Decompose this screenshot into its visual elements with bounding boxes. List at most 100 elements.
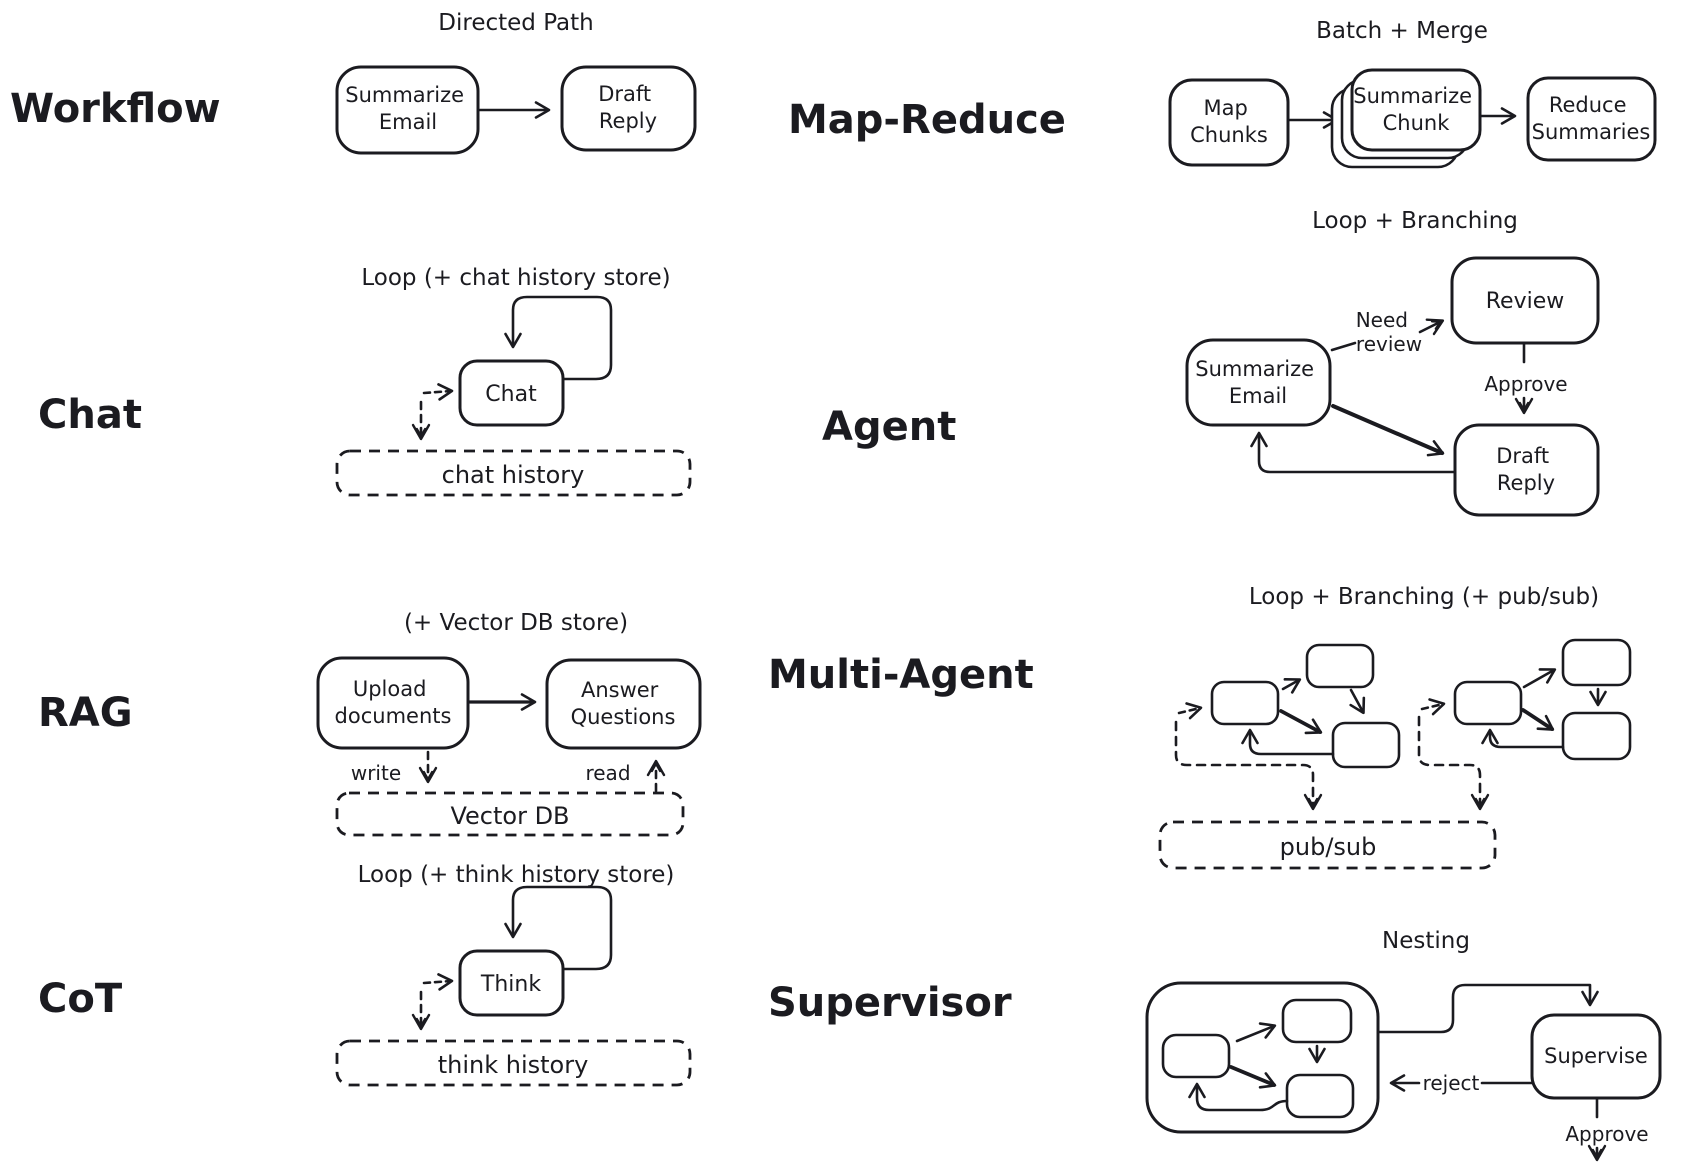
store-chat-history xyxy=(335,449,692,497)
node-text-line: Upload xyxy=(353,677,427,701)
multi-agent-label: Multi-Agent xyxy=(768,652,1034,698)
node-upload-documents xyxy=(316,656,470,750)
cluster-a-arrow-left-bottom-thick xyxy=(1279,709,1323,735)
rag-caption: (+ Vector DB store) xyxy=(404,610,628,636)
node-answer-questions xyxy=(545,658,702,750)
node-text-line: Reply xyxy=(1497,471,1555,495)
cot-section: CoT Loop (+ think history store) Think t… xyxy=(38,862,692,1087)
nested-node-top xyxy=(1281,998,1353,1044)
cot-caption: Loop (+ think history store) xyxy=(358,862,675,888)
chat-label: Chat xyxy=(38,392,142,438)
node-map-chunks xyxy=(1168,78,1290,167)
nested-arrow-left-top xyxy=(1235,1022,1277,1043)
workflow-section: Workflow Directed Path Summarize Email D… xyxy=(10,10,697,155)
node-agent-summarize-email xyxy=(1185,338,1332,427)
approve-edge-label: Approve xyxy=(1484,372,1567,396)
node-reduce-summaries xyxy=(1526,76,1657,162)
cluster-a-node-bottom xyxy=(1331,721,1401,769)
node-text-line: documents xyxy=(335,704,452,728)
workflow-label: Workflow xyxy=(10,86,221,132)
node-draft-reply-label: Draft Reply xyxy=(598,82,658,133)
cot-self-loop-arrow xyxy=(504,885,613,971)
cluster-a-to-pubsub-dashed-arrow xyxy=(1174,720,1323,811)
store-chat-history-label: chat history xyxy=(442,461,585,489)
multi-agent-cluster-a xyxy=(1174,643,1401,811)
chat-section: Chat Loop (+ chat history store) Chat ch… xyxy=(38,265,692,497)
rag-section: RAG (+ Vector DB store) Upload documents… xyxy=(38,610,702,837)
cluster-b-node-top xyxy=(1561,638,1632,687)
need-review-edge-label: Need review xyxy=(1356,308,1422,356)
cluster-b-arrow-left-top xyxy=(1522,668,1557,689)
node-text-line: Chunks xyxy=(1190,123,1268,147)
workflow-caption: Directed Path xyxy=(438,10,593,36)
nested-node-bottom xyxy=(1285,1073,1355,1119)
cluster-a-node-top xyxy=(1305,643,1375,689)
store-think-history xyxy=(335,1039,692,1087)
node-summarize-chunk xyxy=(1350,68,1482,152)
node-summarize-email xyxy=(335,65,480,155)
write-edge-label: write xyxy=(351,761,401,785)
cot-label: CoT xyxy=(38,976,123,1022)
cluster-b-loopback-arrow xyxy=(1481,728,1565,749)
edge-text-line: review xyxy=(1356,332,1422,356)
node-chat xyxy=(458,359,565,427)
node-think xyxy=(458,949,565,1017)
need-review-connector-stub xyxy=(1330,341,1357,352)
cluster-a-node-left xyxy=(1210,680,1280,726)
cluster-b-node-left xyxy=(1453,680,1523,726)
agent-label: Agent xyxy=(822,404,956,450)
node-text-line: Questions xyxy=(571,705,676,729)
multi-agent-caption: Loop + Branching (+ pub/sub) xyxy=(1249,584,1599,610)
rag-label: RAG xyxy=(38,690,133,736)
multi-agent-cluster-b xyxy=(1417,638,1632,811)
node-summarize-chunk-label: Summarize Chunk xyxy=(1353,84,1479,135)
node-text-line: Answer xyxy=(581,678,659,702)
cluster-a-arrow-top-bottom xyxy=(1349,688,1366,715)
supervisor-caption: Nesting xyxy=(1382,928,1470,954)
node-reduce-summaries-label: Reduce Summaries xyxy=(1532,93,1651,144)
node-draft-reply xyxy=(560,65,697,152)
map-reduce-label: Map-Reduce xyxy=(788,97,1066,143)
read-edge-label: read xyxy=(585,761,630,785)
node-text-line: Reduce xyxy=(1549,93,1627,117)
node-answer-questions-label: Answer Questions xyxy=(571,678,676,729)
supervisor-label: Supervisor xyxy=(768,980,1012,1026)
multi-agent-section: Multi-Agent Loop + Branching (+ pub/sub) xyxy=(768,584,1632,870)
node-text-line: Draft xyxy=(598,82,651,106)
node-text-line: Summarize xyxy=(1353,84,1472,108)
arrow-draft-back-to-summarize xyxy=(1250,431,1457,474)
node-upload-documents-label: Upload documents xyxy=(335,677,452,728)
agent-section: Agent Loop + Branching Review Summarize … xyxy=(822,208,1600,517)
node-agent-draft-reply xyxy=(1453,423,1600,517)
chat-self-loop-arrow xyxy=(504,295,613,381)
node-review-label: Review xyxy=(1486,289,1565,314)
chat-entry-dashed-arrow xyxy=(422,383,454,401)
arrow-summarize-to-draft-thick xyxy=(1331,404,1445,457)
approve-supervisor-label: Approve xyxy=(1565,1122,1648,1146)
node-text-line: Summarize xyxy=(345,83,464,107)
nested-arrow-left-bottom-thick xyxy=(1229,1065,1277,1089)
edge-text-line: Need xyxy=(1356,308,1408,332)
store-pub-sub-label: pub/sub xyxy=(1280,833,1377,861)
cluster-b-arrow-left-bottom-thick xyxy=(1521,708,1555,731)
node-text-line: Map xyxy=(1203,96,1247,120)
cluster-a-arrow-left-top xyxy=(1281,678,1302,694)
map-reduce-caption: Batch + Merge xyxy=(1316,18,1488,44)
cluster-b-entry-dashed-arrow xyxy=(1420,698,1446,716)
map-reduce-section: Map-Reduce Batch + Merge Map Chunks Summ… xyxy=(788,18,1657,169)
node-text-line: Email xyxy=(379,110,437,134)
node-supervise-label: Supervise xyxy=(1544,1044,1648,1068)
cluster-a-entry-dashed-arrow xyxy=(1177,702,1203,720)
cluster-b-node-bottom xyxy=(1561,711,1632,761)
node-text-line: Draft xyxy=(1496,444,1549,468)
arrow-container-to-supervise xyxy=(1376,983,1599,1034)
node-think-label: Think xyxy=(480,972,541,997)
chat-caption: Loop (+ chat history store) xyxy=(361,265,670,291)
node-chat-label: Chat xyxy=(485,382,537,407)
node-text-line: Summarize xyxy=(1195,357,1314,381)
store-vector-db-label: Vector DB xyxy=(450,802,569,830)
node-map-chunks-label: Map Chunks xyxy=(1190,96,1268,147)
cluster-b-to-pubsub-dashed-arrow xyxy=(1417,715,1490,811)
